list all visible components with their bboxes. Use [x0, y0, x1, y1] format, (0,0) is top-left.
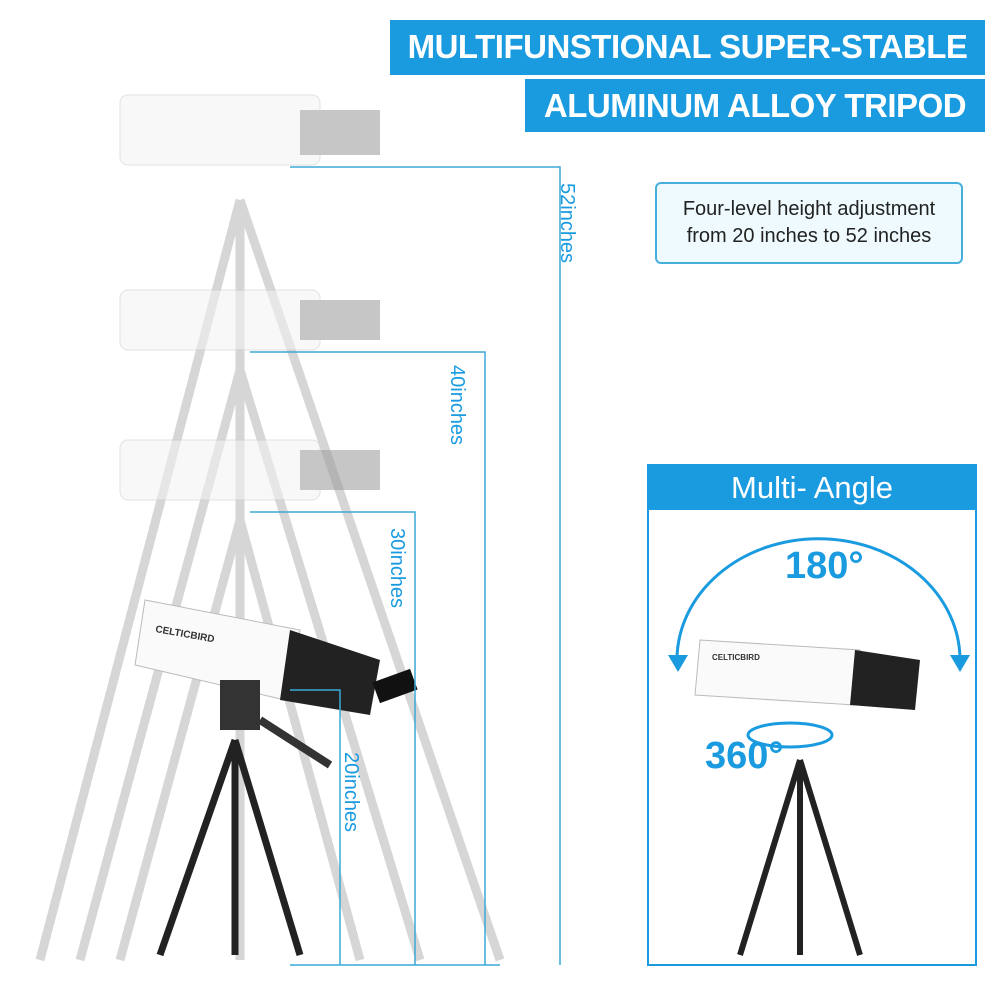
height-label-30: 30inches: [386, 528, 408, 609]
title-line1: MULTIFUNSTIONAL SUPER-STABLE: [407, 28, 968, 65]
horizontal-angle-label: 360°: [705, 735, 784, 777]
height-label-52: 52inches: [556, 183, 578, 264]
height-label-20: 20inches: [340, 752, 362, 833]
title-line2: ALUMINUM ALLOY TRIPOD: [543, 87, 967, 124]
main-tripod: [156, 738, 304, 957]
info-line2: from 20 inches to 52 inches: [686, 225, 932, 247]
angle-telescope: CELTICBIRD: [694, 639, 920, 956]
info-box: Four-level height adjustment from 20 inc…: [655, 182, 963, 264]
arrowhead-right-icon: [950, 655, 970, 672]
height-label-40: 40inches: [446, 365, 468, 446]
info-line1: Four-level height adjustment: [682, 198, 936, 220]
title-banner-line2: ALUMINUM ALLOY TRIPOD: [525, 79, 985, 132]
ghost-telescopes: [119, 94, 380, 501]
vertical-angle-label: 180°: [785, 545, 864, 587]
measurement-lines: [250, 166, 561, 966]
svg-text:CELTICBIRD: CELTICBIRD: [712, 653, 760, 662]
main-telescope: CELTICBIRD: [134, 599, 418, 769]
multi-angle-panel: Multi- Angle: [647, 464, 977, 966]
arrowhead-left-icon: [668, 655, 688, 672]
rotation-arrows: [675, 537, 962, 749]
title-banner-line1: MULTIFUNSTIONAL SUPER-STABLE: [390, 20, 985, 75]
multi-angle-title: Multi- Angle: [649, 466, 975, 510]
